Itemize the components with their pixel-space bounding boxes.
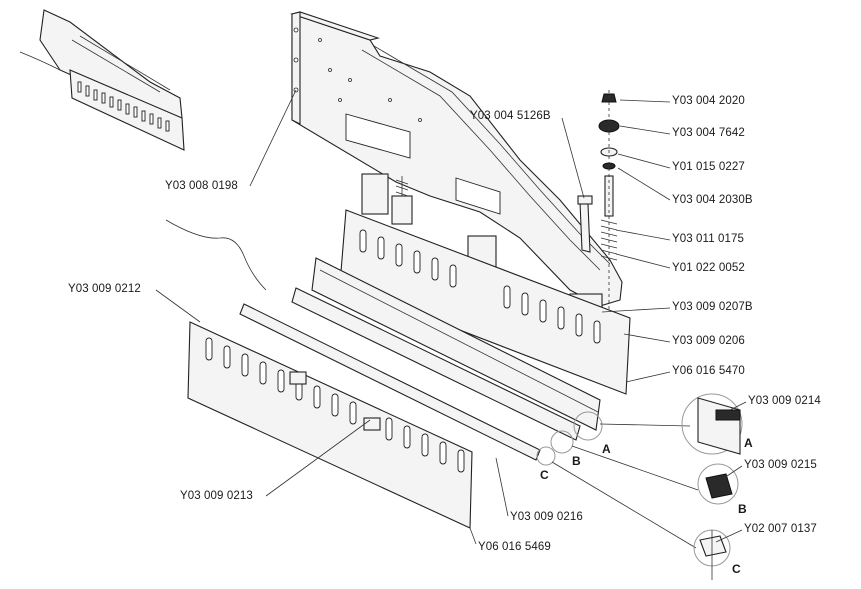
label-block-1: Y03 009 0207B [672, 301, 753, 313]
shaft-stack [598, 90, 620, 330]
label-detail-c-part: Y02 007 0137 [744, 523, 817, 535]
label-comb-front-bracket: Y03 009 0212 [68, 283, 141, 295]
front-comb [187, 321, 473, 529]
assembled-thumbnail [19, 9, 185, 151]
cable [165, 219, 267, 291]
label-comb-front: Y03 009 0213 [180, 490, 253, 502]
label-top-frame: Y03 008 0198 [165, 180, 238, 192]
label-comb-back: Y06 016 5470 [672, 365, 745, 377]
label-strip: Y03 009 0216 [510, 511, 583, 523]
detail-letter-c: C [540, 468, 549, 482]
leader-lines [155, 89, 747, 545]
label-washer-1: Y03 004 7642 [672, 127, 745, 139]
label-detail-a-part: Y03 009 0214 [748, 395, 821, 407]
label-block-2: Y03 009 0206 [672, 335, 745, 347]
detail-letter-b-zoom: B [738, 502, 747, 516]
label-detail-b-part: Y03 009 0215 [744, 459, 817, 471]
label-spring-2: Y01 022 0052 [672, 262, 745, 274]
label-bolt-left: Y03 004 5126B [470, 110, 551, 122]
label-shaft: Y03 004 2030B [672, 194, 753, 206]
label-spring-1: Y03 011 0175 [672, 233, 744, 245]
label-nut-top: Y03 004 2020 [672, 95, 745, 107]
detail-callouts [536, 393, 743, 580]
label-comb-front-plate: Y06 016 5469 [478, 541, 551, 553]
top-frame [290, 11, 623, 307]
back-comb [339, 209, 631, 395]
detail-letter-a-zoom: A [744, 436, 753, 450]
detail-letter-a: A [602, 442, 611, 456]
detail-letter-c-zoom: C [732, 562, 741, 576]
rail-part [239, 257, 601, 461]
label-washer-2: Y01 015 0227 [672, 161, 745, 173]
detail-letter-b: B [572, 454, 581, 468]
bolt-part [577, 195, 593, 253]
